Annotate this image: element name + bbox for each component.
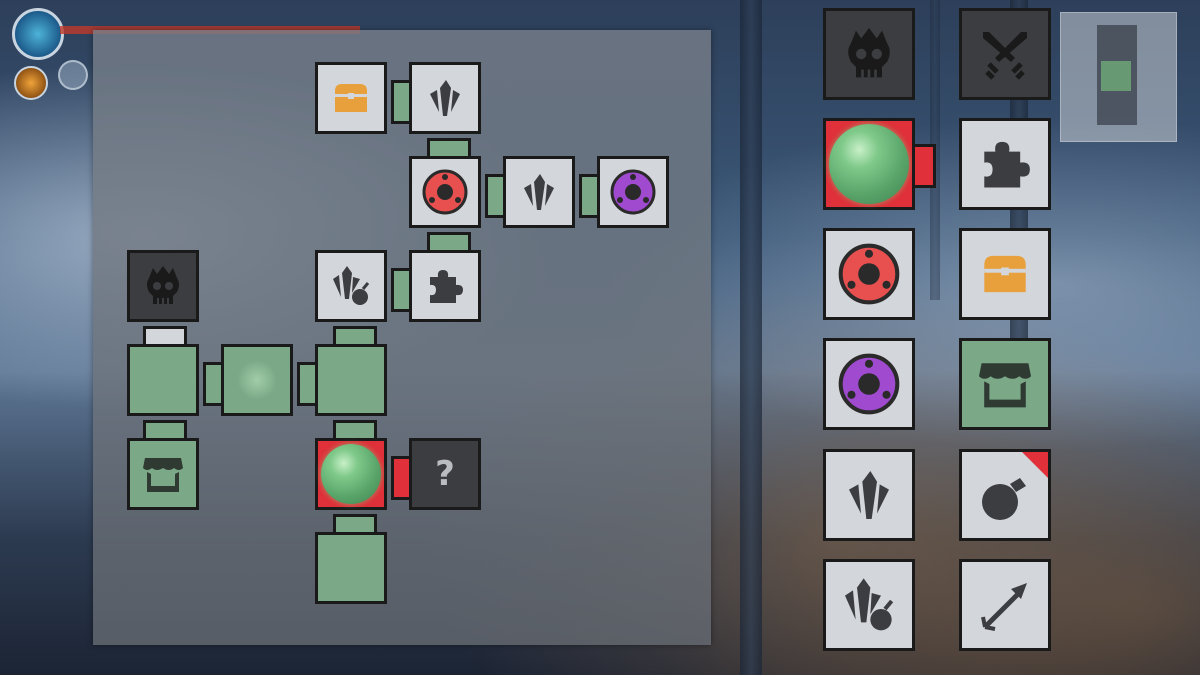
legend-red-sigil (823, 228, 915, 320)
crossed-swords-icon (983, 32, 1027, 80)
skull-icon (848, 28, 890, 78)
room-shop[interactable] (127, 438, 199, 510)
player-hud (0, 0, 360, 110)
arrow-icon (981, 583, 1027, 631)
crystal-bomb-icon (845, 578, 894, 631)
red-sigil-icon (422, 169, 468, 215)
legend-crystal (823, 449, 915, 541)
legend-shop (959, 338, 1051, 430)
bomb-icon (982, 478, 1026, 520)
legend-crystal-bomb (823, 559, 915, 651)
room-crystal[interactable] (409, 62, 481, 134)
crystal-icon (524, 174, 554, 210)
room-puzzle[interactable] (409, 250, 481, 322)
room-cleared[interactable] (221, 344, 293, 416)
chest-icon (335, 84, 367, 112)
room-crystal-bomb[interactable] (315, 250, 387, 322)
room-chest[interactable] (315, 62, 387, 134)
minimap-preview (1060, 12, 1177, 142)
legend-arrow (959, 559, 1051, 651)
purple-sigil-icon (838, 353, 900, 415)
puzzle-icon (984, 141, 1030, 188)
room-unknown[interactable]: ? (409, 438, 481, 510)
ability-slot-icon (58, 60, 88, 90)
player-portrait (12, 8, 64, 60)
crystal-icon (430, 80, 460, 116)
room-boss[interactable] (127, 250, 199, 322)
purple-sigil-icon (610, 169, 656, 215)
player-orb-icon (829, 124, 909, 204)
red-sigil-icon (838, 243, 900, 305)
unknown-room-label: ? (435, 454, 455, 494)
player-orb-icon (321, 444, 381, 504)
shop-icon (143, 458, 183, 492)
room-cleared[interactable] (315, 344, 387, 416)
puzzle-icon (430, 270, 463, 303)
legend-combat (959, 8, 1051, 100)
skull-icon (147, 266, 179, 304)
dungeon-map: ? (93, 30, 711, 645)
crystal-icon (849, 471, 889, 519)
room-cleared[interactable] (127, 344, 199, 416)
crystal-bomb-icon (333, 266, 370, 305)
legend-puzzle (959, 118, 1051, 210)
legend-current (823, 118, 915, 210)
room-red-sigil[interactable] (409, 156, 481, 228)
room-crystal[interactable] (503, 156, 575, 228)
chest-icon (984, 255, 1026, 293)
room-purple-sigil[interactable] (597, 156, 669, 228)
room-current[interactable] (315, 438, 387, 510)
legend-boss (823, 8, 915, 100)
room-cleared[interactable] (315, 532, 387, 604)
shop-icon (979, 363, 1031, 408)
legend-purple-sigil (823, 338, 915, 430)
ability-orb-icon (14, 66, 48, 100)
legend-connector (912, 144, 936, 188)
legend-chest (959, 228, 1051, 320)
legend-bomb (959, 449, 1051, 541)
